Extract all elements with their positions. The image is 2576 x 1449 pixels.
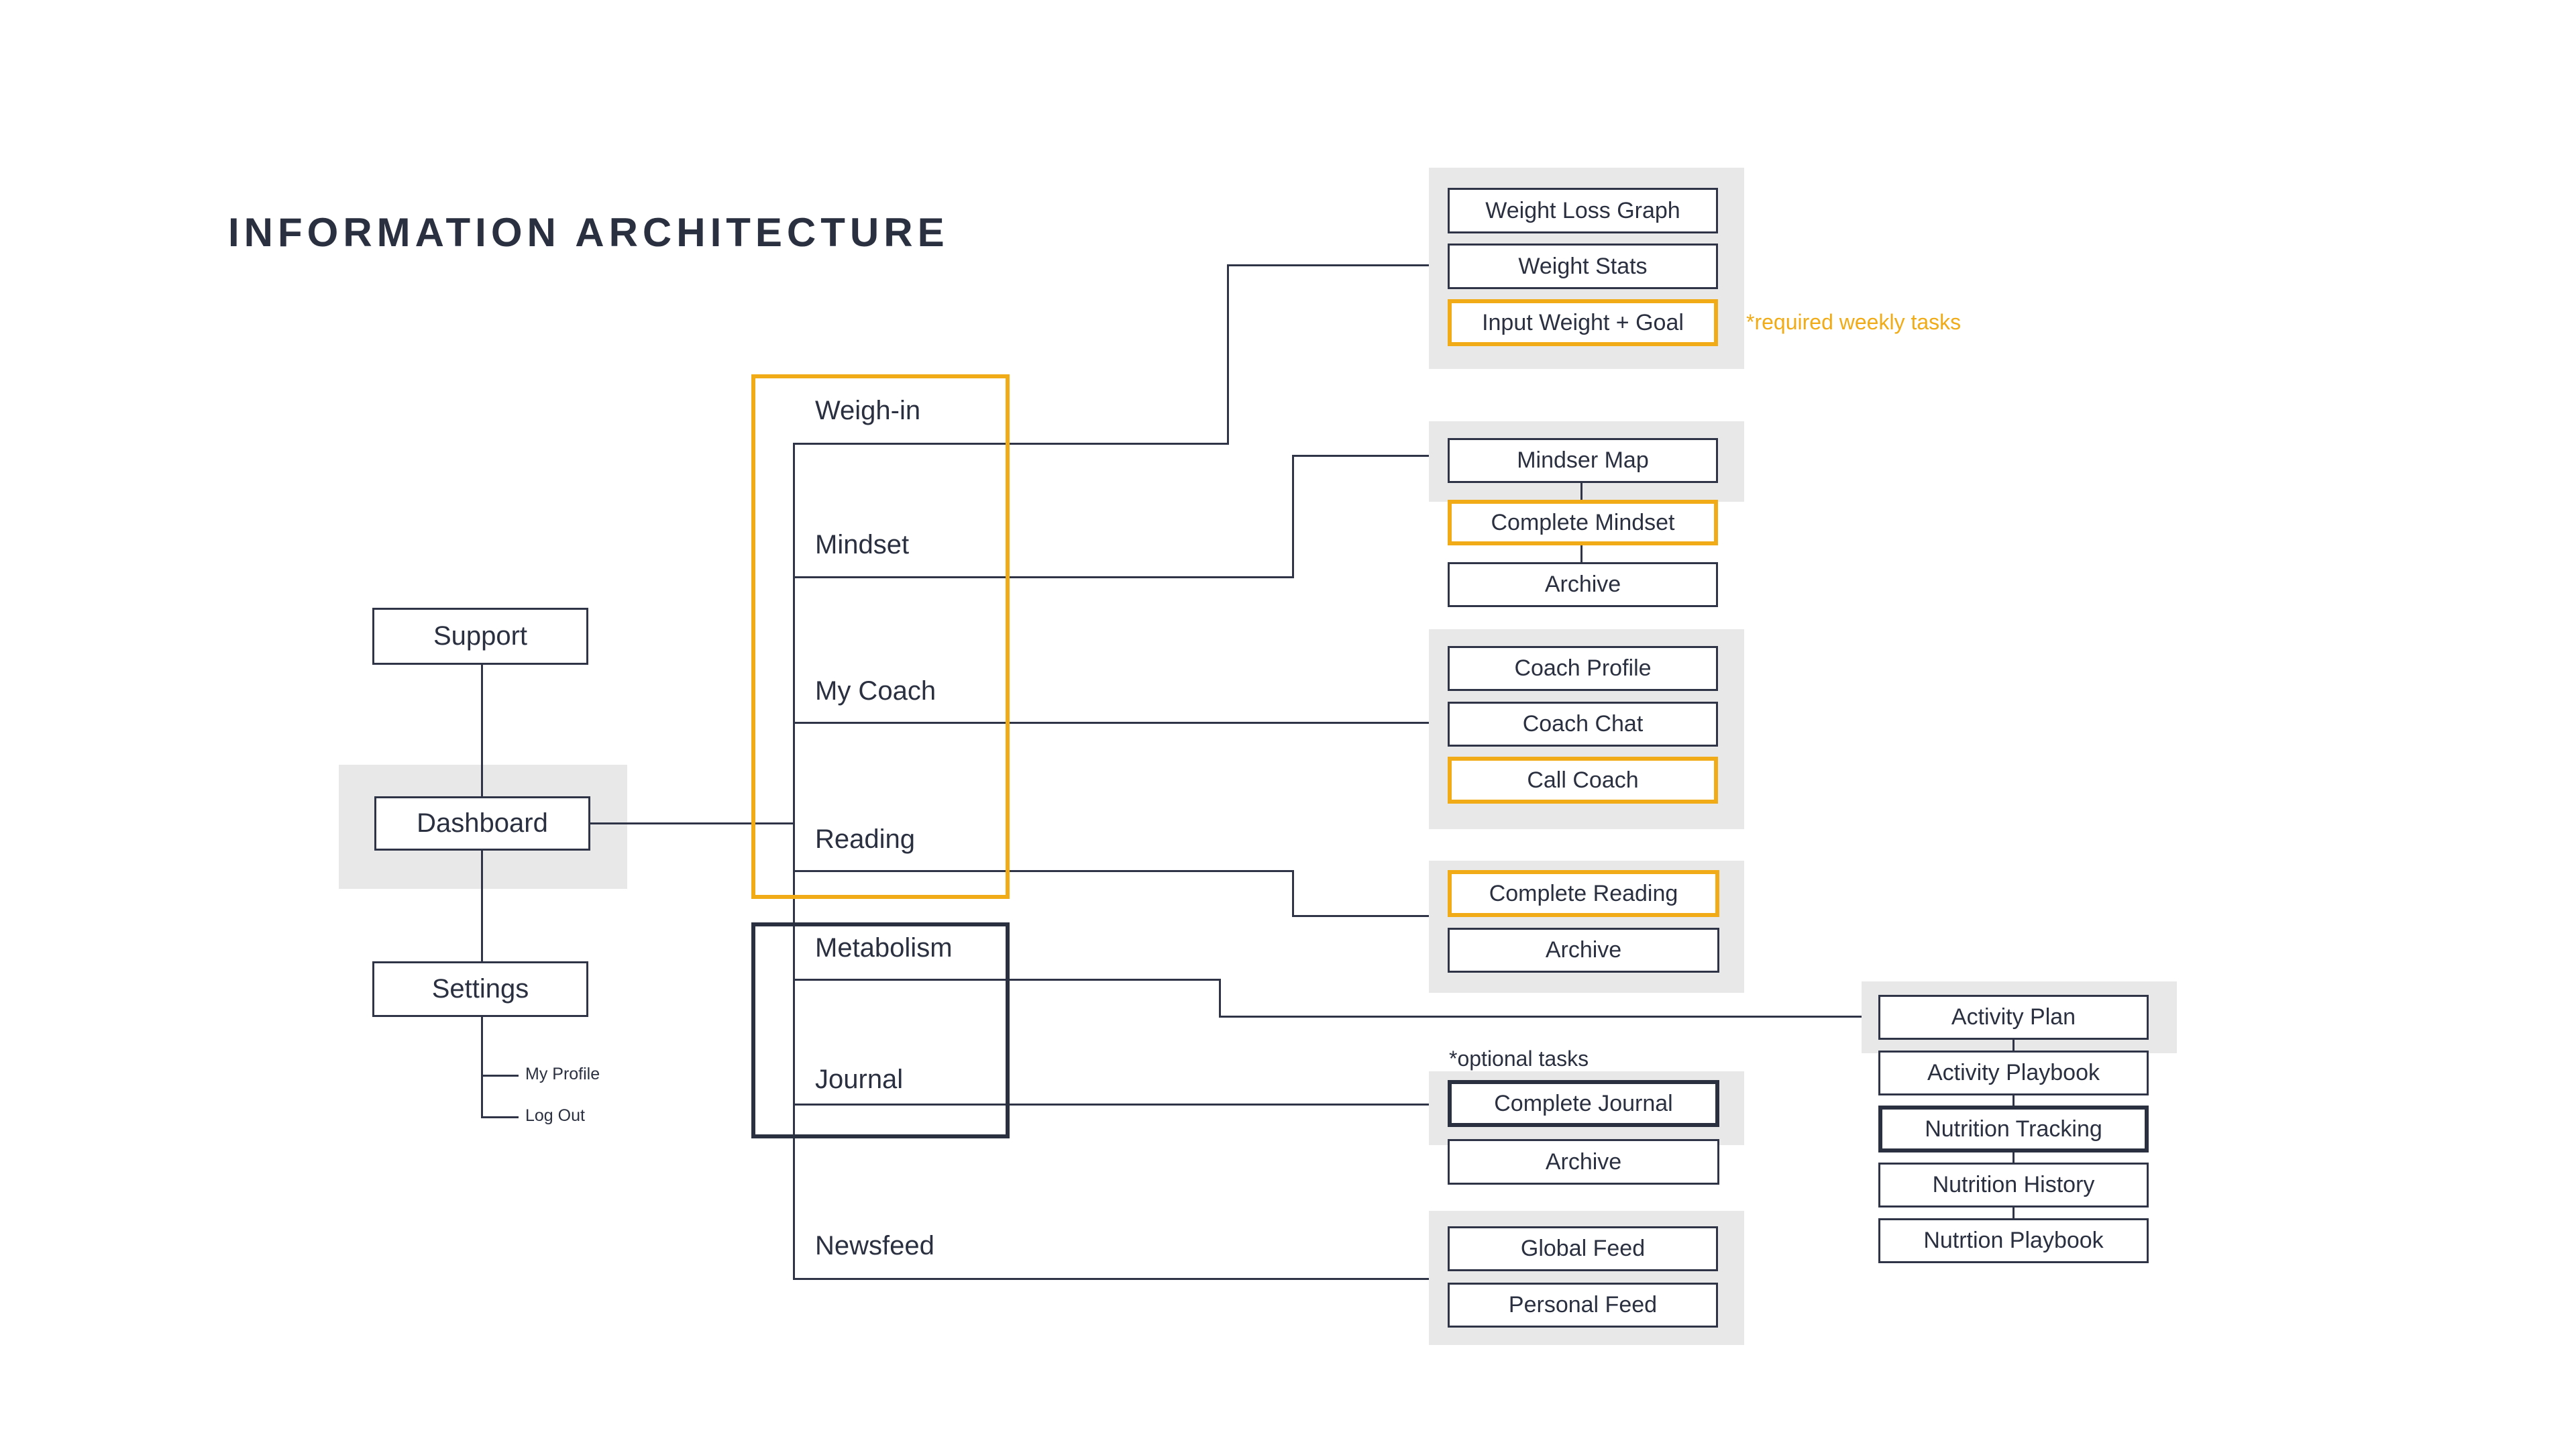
section-reading[interactable]: Reading	[815, 824, 916, 854]
nutrition-tracking-node[interactable]: Nutrition Tracking	[1878, 1106, 2149, 1152]
activity-playbook-node[interactable]: Activity Playbook	[1878, 1051, 2149, 1095]
connector	[793, 1104, 1429, 1106]
mindset-archive-node[interactable]: Archive	[1448, 562, 1718, 607]
reading-archive-node[interactable]: Archive	[1448, 928, 1719, 973]
connector	[1219, 979, 1221, 1018]
required-sections-frame	[751, 374, 1010, 899]
connector	[481, 851, 483, 965]
connector	[1292, 455, 1294, 578]
connector	[481, 665, 483, 796]
journal-archive-node[interactable]: Archive	[1448, 1139, 1719, 1185]
section-journal[interactable]: Journal	[815, 1065, 904, 1094]
connector	[1292, 915, 1429, 917]
section-newsfeed[interactable]: Newsfeed	[815, 1231, 934, 1260]
weight-loss-graph-node[interactable]: Weight Loss Graph	[1448, 188, 1718, 233]
connector	[1219, 1016, 1862, 1018]
connector	[1580, 545, 1582, 566]
connector	[793, 1278, 1429, 1280]
complete-reading-node[interactable]: Complete Reading	[1448, 870, 1719, 917]
connector	[590, 822, 795, 824]
connector	[793, 722, 1429, 724]
global-feed-node[interactable]: Global Feed	[1448, 1226, 1718, 1271]
connector	[793, 576, 1294, 578]
weight-stats-node[interactable]: Weight Stats	[1448, 244, 1718, 289]
nutrition-history-node[interactable]: Nutrition History	[1878, 1163, 2149, 1208]
section-mindset[interactable]: Mindset	[815, 530, 910, 559]
required-note: *required weekly tasks	[1746, 310, 1962, 334]
section-weigh-in[interactable]: Weigh-in	[815, 396, 921, 425]
settings-node[interactable]: Settings	[372, 961, 588, 1017]
coach-chat-node[interactable]: Coach Chat	[1448, 702, 1718, 747]
connector	[793, 443, 795, 1280]
connector	[793, 443, 1229, 445]
optional-sections-frame	[751, 922, 1010, 1138]
connector	[2012, 1151, 2015, 1171]
nutrition-playbook-node[interactable]: Nutrtion Playbook	[1878, 1218, 2149, 1263]
connector	[1292, 870, 1294, 917]
dashboard-node[interactable]: Dashboard	[374, 796, 590, 851]
mindser-map-node[interactable]: Mindser Map	[1448, 438, 1718, 483]
connector	[1580, 483, 1582, 503]
connector	[1227, 264, 1229, 445]
connector	[481, 1017, 483, 1118]
connector	[2012, 1208, 2015, 1228]
connector	[481, 1116, 519, 1118]
call-coach-node[interactable]: Call Coach	[1448, 757, 1718, 804]
section-my-coach[interactable]: My Coach	[815, 676, 936, 706]
complete-mindset-node[interactable]: Complete Mindset	[1448, 500, 1718, 545]
coach-profile-node[interactable]: Coach Profile	[1448, 646, 1718, 691]
connector	[1292, 455, 1429, 457]
connector	[1227, 264, 1429, 266]
my-profile-item[interactable]: My Profile	[525, 1065, 600, 1083]
support-node[interactable]: Support	[372, 608, 588, 665]
complete-journal-node[interactable]: Complete Journal	[1448, 1080, 1719, 1127]
section-metabolism[interactable]: Metabolism	[815, 933, 953, 963]
connector	[481, 1075, 519, 1077]
log-out-item[interactable]: Log Out	[525, 1106, 585, 1125]
connector	[2012, 1040, 2015, 1060]
optional-note: *optional tasks	[1449, 1046, 1589, 1071]
page-title: INFORMATION ARCHITECTURE	[228, 210, 949, 255]
activity-plan-node[interactable]: Activity Plan	[1878, 995, 2149, 1040]
input-weight-goal-node[interactable]: Input Weight + Goal	[1448, 299, 1718, 346]
connector	[793, 870, 1294, 872]
personal-feed-node[interactable]: Personal Feed	[1448, 1283, 1718, 1328]
